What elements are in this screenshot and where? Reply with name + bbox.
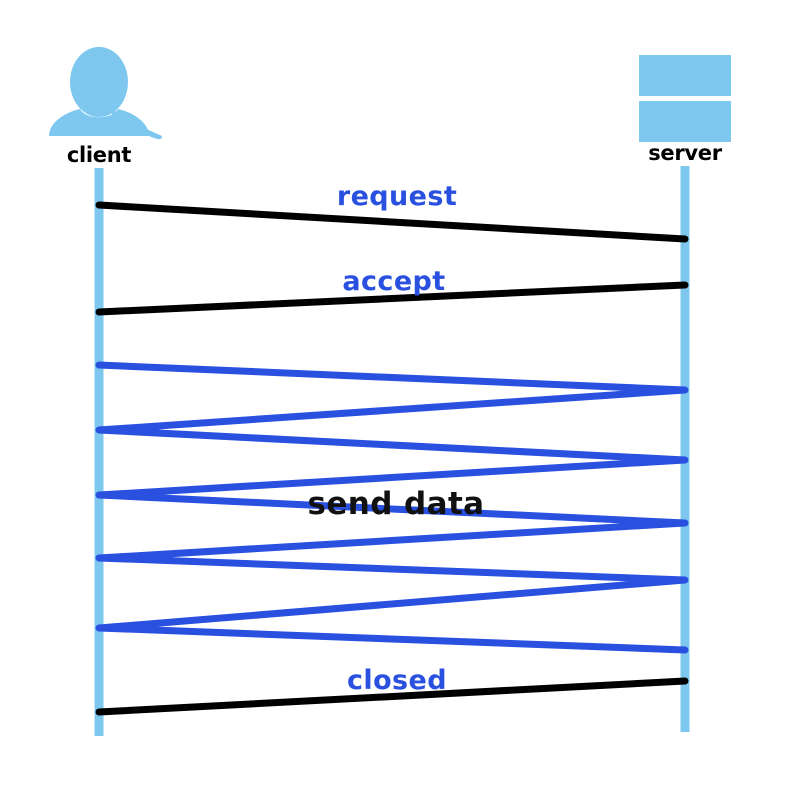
message-label-request: request (337, 181, 457, 212)
message-line-closed[interactable] (95, 677, 689, 716)
message-line-accept[interactable] (95, 281, 689, 316)
message-label-accept: accept (342, 266, 445, 297)
actor-label-client: client (67, 143, 132, 167)
message-line-request[interactable] (95, 201, 689, 243)
server-rack-icon (639, 55, 731, 142)
actor-label-server: server (648, 141, 723, 165)
person-icon (49, 47, 162, 140)
message-zigzag-send-data[interactable] (95, 361, 689, 654)
message-label-send-data: send data (308, 486, 485, 522)
message-label-closed: closed (347, 665, 447, 696)
